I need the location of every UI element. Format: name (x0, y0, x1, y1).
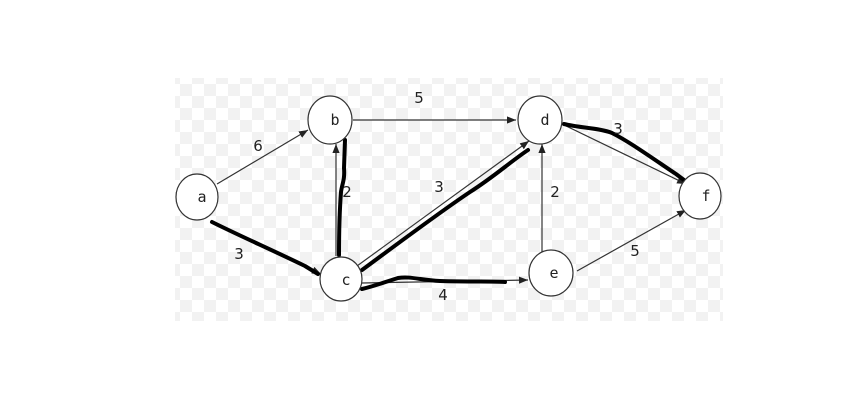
node-d-label: d (540, 111, 549, 129)
highlight-d-f (562, 122, 686, 182)
weight-c-d: 3 (434, 178, 444, 196)
weight-c-e: 4 (438, 286, 448, 304)
weight-b-d: 5 (414, 89, 424, 107)
weight-c-b: 2 (342, 183, 352, 201)
node-f: f (678, 172, 722, 220)
nodes: a b c d e f (175, 95, 722, 302)
edge-c-d (356, 140, 530, 267)
node-c: c (319, 256, 363, 302)
node-a: a (175, 173, 219, 221)
node-b: b (307, 95, 353, 145)
weight-e-f: 5 (630, 242, 640, 260)
node-e-label: e (549, 264, 558, 282)
highlight-c-d (360, 148, 530, 272)
node-a-label: a (197, 188, 206, 206)
node-f-label: f (701, 187, 710, 205)
node-d: d (517, 95, 563, 145)
weight-e-d: 2 (550, 183, 560, 201)
edge-d-f (561, 123, 687, 185)
node-b-label: b (330, 111, 339, 129)
highlight-c-e (360, 275, 507, 291)
weight-d-f: 3 (613, 120, 623, 138)
node-c-label: c (341, 271, 350, 289)
weight-a-b: 6 (253, 137, 263, 155)
node-e: e (528, 249, 574, 297)
highlight-c-b (337, 138, 347, 257)
highlight-a-c (210, 220, 320, 276)
highlighted-path (210, 122, 686, 291)
weight-a-c: 3 (234, 245, 244, 263)
edge-a-b (216, 129, 309, 185)
edge-e-f (576, 209, 687, 272)
edge-weights: 6 3 5 2 3 4 2 3 5 (234, 89, 640, 304)
